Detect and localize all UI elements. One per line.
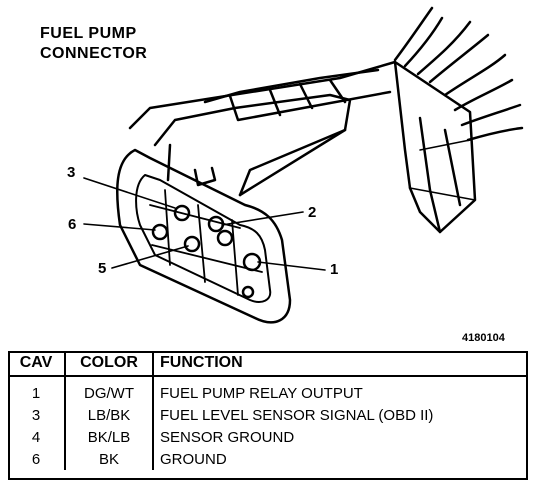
pinout-table: CAV COLOR FUNCTION 1 DG/WT FUEL PUMP REL… [8,351,528,470]
cell-color: LB/BK [64,404,153,426]
callout-label-5: 5 [98,260,107,277]
leader-2 [221,211,304,226]
table-row: 4 BK/LB SENSOR GROUND [8,426,528,448]
connector-latch [153,93,352,197]
leader-3 [83,177,176,209]
connector-front-face [116,148,292,324]
callout-label-3: 3 [67,164,76,181]
table-row: 1 DG/WT FUEL PUMP RELAY OUTPUT [8,376,528,404]
figure-id: 4180104 [462,332,505,344]
cell-cav: 4 [31,428,41,446]
header-function: FUNCTION [152,351,528,377]
leader-6 [83,223,156,231]
callout-label-2: 2 [308,204,317,221]
leader-5 [111,245,189,269]
callout-leaders [83,177,326,271]
connector-rear-housing [128,60,477,234]
table-header-row: CAV COLOR FUNCTION [8,351,528,377]
leader-1 [257,261,326,271]
cell-cav: 6 [31,450,41,468]
cell-color: BK [64,448,153,470]
cell-color: BK/LB [64,426,153,448]
title-line-1: FUEL PUMP [40,25,137,42]
header-cav: CAV [8,351,65,377]
cell-cav: 1 [31,384,41,402]
header-color: COLOR [64,351,153,377]
connector-drawing [83,6,524,324]
cell-function: SENSOR GROUND [152,426,528,448]
cell-color: DG/WT [64,376,153,404]
title-line-2: CONNECTOR [40,45,148,62]
table-row: 3 LB/BK FUEL LEVEL SENSOR SIGNAL (OBD II… [8,404,528,426]
cell-cav: 3 [31,406,41,424]
diagram-title: FUEL PUMP CONNECTOR [40,24,147,64]
cell-function: FUEL PUMP RELAY OUTPUT [152,376,528,404]
table-row: 6 BK GROUND [8,448,528,470]
cell-function: GROUND [152,448,528,470]
callout-label-1: 1 [330,261,339,278]
cell-function: FUEL LEVEL SENSOR SIGNAL (OBD II) [152,404,528,426]
callout-label-6: 6 [68,216,77,233]
